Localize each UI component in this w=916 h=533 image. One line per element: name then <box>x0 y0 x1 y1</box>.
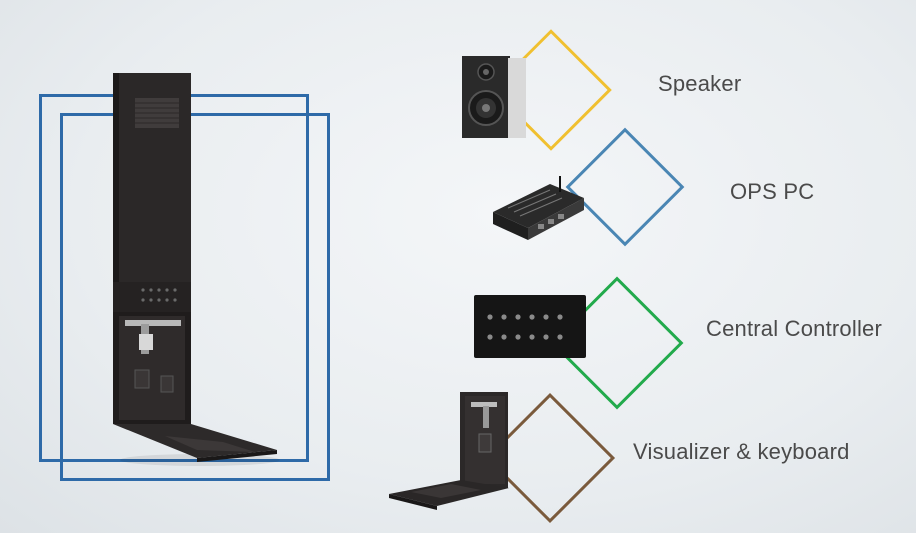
speaker-icon <box>462 56 526 138</box>
kiosk-device-image <box>113 73 280 466</box>
ops-pc-label: OPS PC <box>730 179 815 204</box>
visualizer-keyboard-label: Visualizer & keyboard <box>633 439 850 464</box>
ops-pc-icon <box>493 176 584 240</box>
outline-frame-front <box>60 113 330 481</box>
speaker-label: Speaker <box>658 71 742 96</box>
visualizer-icon <box>389 392 509 510</box>
central-controller-label: Central Controller <box>706 316 883 341</box>
control-panel-icon <box>474 295 586 358</box>
